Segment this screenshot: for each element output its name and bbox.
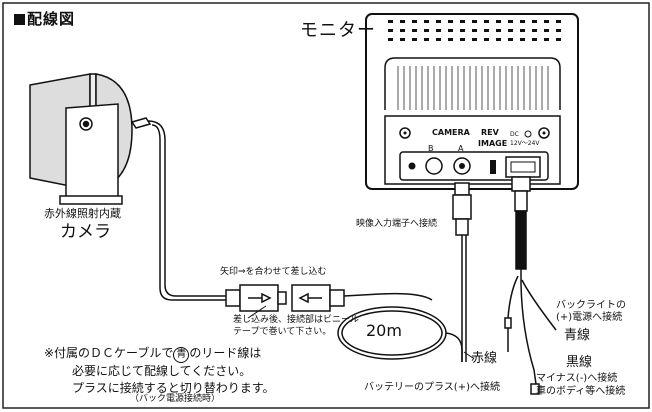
backlight-note: バックライトの (+)電源へ接続 bbox=[556, 300, 626, 324]
backlight-line-1: バックライトの bbox=[556, 300, 626, 311]
title-square-icon bbox=[14, 14, 25, 25]
note-sub: （バック電源接続時） bbox=[130, 394, 221, 404]
body-connect-text: 車のボディ等へ接続 bbox=[536, 386, 626, 397]
camera-name: カメラ bbox=[60, 222, 111, 242]
camera-illustration bbox=[29, 73, 152, 205]
note-line-1: ※付属のＤＣケーブルで青のリード線は bbox=[44, 345, 275, 363]
inline-connector-male bbox=[225, 284, 287, 312]
arrow-align-note: 矢印⇒を合わせて差し込む bbox=[220, 267, 327, 277]
minus-connect-text: マイナス(-)へ接続 bbox=[536, 373, 618, 384]
note-line-3: プラスに接続すると切り替わります。 bbox=[72, 381, 275, 395]
note-line-2: 必要に応じて配線してください。 bbox=[72, 364, 252, 378]
inline-connector-female bbox=[291, 284, 345, 312]
ground-note: マイナス(-)へ接続 車のボディ等へ接続 bbox=[536, 372, 625, 398]
camera-cable bbox=[147, 120, 226, 301]
monitor-label: モニター bbox=[300, 20, 376, 41]
rev-label: REV bbox=[481, 128, 499, 137]
camera-port-b-label: B bbox=[428, 144, 434, 153]
camera-port-a-label: A bbox=[458, 144, 464, 153]
note-line-1-post: のリード線は bbox=[189, 346, 262, 360]
camera-description: 赤外線照射内蔵 bbox=[44, 207, 121, 220]
red-wire-label: 赤線 bbox=[471, 351, 498, 366]
after-insert-note: 差し込み後、接続部はビニールテープで巻いて下さい。 bbox=[233, 315, 360, 337]
blue-circled-mark: 青 bbox=[173, 347, 190, 363]
monitor-vent-top bbox=[388, 20, 561, 41]
leader-lines bbox=[247, 305, 474, 359]
black-wire-label: 黒線 bbox=[566, 355, 593, 370]
monitor-vent-rear bbox=[397, 66, 549, 110]
title-text: 配線図 bbox=[27, 10, 76, 28]
dc-voltage-label: 12V～24V bbox=[510, 140, 540, 147]
backlight-line-2: (+)電源へ接続 bbox=[556, 312, 623, 323]
extension-cable bbox=[337, 235, 467, 362]
note-line-1-pre: ※付属のＤＣケーブルで bbox=[44, 346, 174, 360]
dc-cable-note: ※付属のＤＣケーブルで青のリード線は 必要に応じて配線してください。 プラスに接… bbox=[44, 345, 275, 397]
cable-length-label: 20m bbox=[366, 321, 402, 340]
dc-label: DC bbox=[510, 131, 519, 138]
diagram-title: 配線図 bbox=[14, 12, 75, 27]
monitor-illustration bbox=[365, 13, 579, 190]
image-label: IMAGE bbox=[478, 139, 508, 148]
video-input-label: 映像入力端子へ接続 bbox=[356, 219, 438, 229]
dc-power-cable bbox=[504, 176, 557, 395]
camera-port-label: CAMERA bbox=[432, 128, 470, 137]
blue-wire-label: 青線 bbox=[564, 328, 591, 343]
video-plug bbox=[452, 182, 472, 236]
battery-note: バッテリーのプラス(+)へ接続 bbox=[364, 382, 500, 393]
